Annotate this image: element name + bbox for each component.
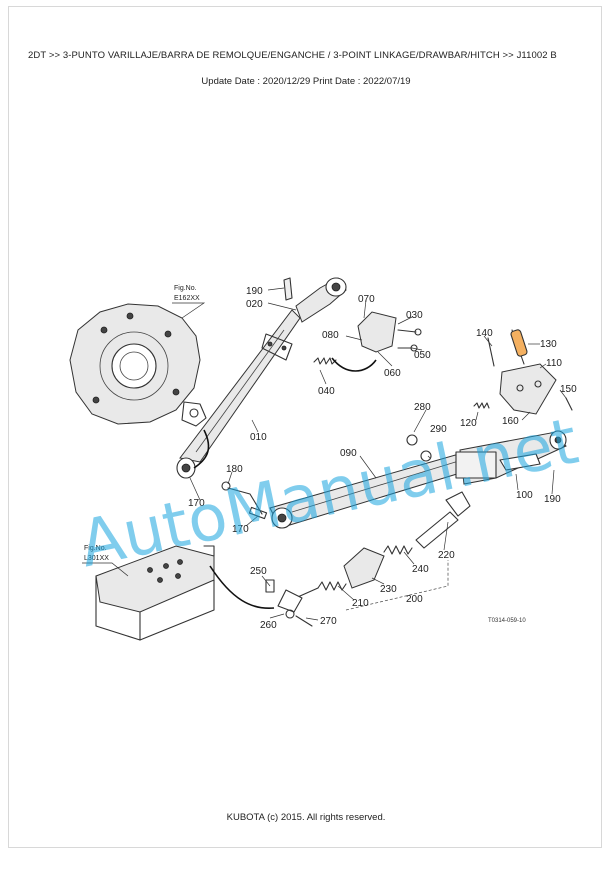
- callout: 240: [412, 564, 429, 575]
- bracket-030: [357, 311, 422, 353]
- callout: 050: [414, 350, 431, 361]
- callout: 210: [352, 598, 369, 609]
- pivot-170: [176, 457, 196, 479]
- drawbar: [95, 545, 215, 641]
- callout: 030: [406, 310, 423, 321]
- callout: 080: [322, 330, 339, 341]
- drawbar-ref-arrow: [209, 565, 275, 610]
- callout: 190: [544, 494, 561, 505]
- callout: 200: [406, 594, 423, 605]
- svg-text:E162XX: E162XX: [174, 295, 200, 302]
- callout: 250: [250, 566, 267, 577]
- callout: 070: [358, 294, 375, 305]
- update-print-dates: Update Date : 2020/12/29 Print Date : 20…: [201, 76, 411, 87]
- callout: 270: [320, 616, 337, 627]
- callout: 140: [476, 328, 493, 339]
- lift-arm-010: [179, 309, 301, 463]
- svg-text:Fig.No.: Fig.No.: [174, 285, 197, 292]
- spring-040: [313, 357, 337, 365]
- callout: 260: [260, 620, 277, 631]
- callout: 020: [246, 299, 263, 310]
- callout: 180: [226, 464, 243, 475]
- callout-leaders: [189, 287, 567, 621]
- transmission-housing: [69, 303, 207, 427]
- callout: 110: [546, 358, 562, 369]
- page-frame: [8, 6, 602, 848]
- callout: 090: [340, 448, 357, 459]
- lower-link-090: [269, 451, 471, 529]
- swing-bracket-100: [455, 430, 567, 485]
- stabilizer-plate-110: [487, 329, 557, 415]
- fig-ref-l301xx: Fig.No. L301XX: [82, 545, 129, 577]
- callout: 170: [232, 524, 249, 535]
- svg-text:Fig.No.: Fig.No.: [84, 545, 107, 552]
- spring-ref-arrow: [331, 357, 377, 372]
- callout: 160: [502, 416, 519, 427]
- callout: 100: [516, 490, 533, 501]
- callout: 010: [250, 432, 267, 443]
- callout: 040: [318, 386, 335, 397]
- callout: 060: [384, 368, 401, 379]
- small-parts: [221, 397, 573, 520]
- callout: 290: [430, 424, 447, 435]
- upper-arm-020: [283, 277, 347, 323]
- callout: 170: [188, 498, 205, 509]
- copyright-footer: KUBOTA (c) 2015. All rights reserved.: [226, 812, 386, 823]
- callout: 280: [414, 402, 431, 413]
- callout: 230: [380, 584, 397, 595]
- callout: 130: [540, 339, 557, 350]
- check-chain-assembly: [265, 491, 471, 627]
- callout: 220: [438, 550, 455, 561]
- breadcrumb: 2DT >> 3-PUNTO VARILLAJE/BARRA DE REMOLQ…: [28, 50, 557, 61]
- watermark-text: AutoManual.net: [73, 405, 584, 583]
- callout: 120: [460, 418, 477, 429]
- drawing-code: T0314-059-10: [488, 618, 526, 624]
- callout: 150: [560, 384, 577, 395]
- fig-ref-e162xx: Fig.No. E162XX: [172, 285, 206, 319]
- callout: 190: [246, 286, 263, 297]
- callout-numbers: 190 020 070 030 080 050 060 040 010 140 …: [188, 286, 577, 631]
- svg-text:L301XX: L301XX: [84, 555, 109, 562]
- housing-ref-arrow: [193, 429, 210, 469]
